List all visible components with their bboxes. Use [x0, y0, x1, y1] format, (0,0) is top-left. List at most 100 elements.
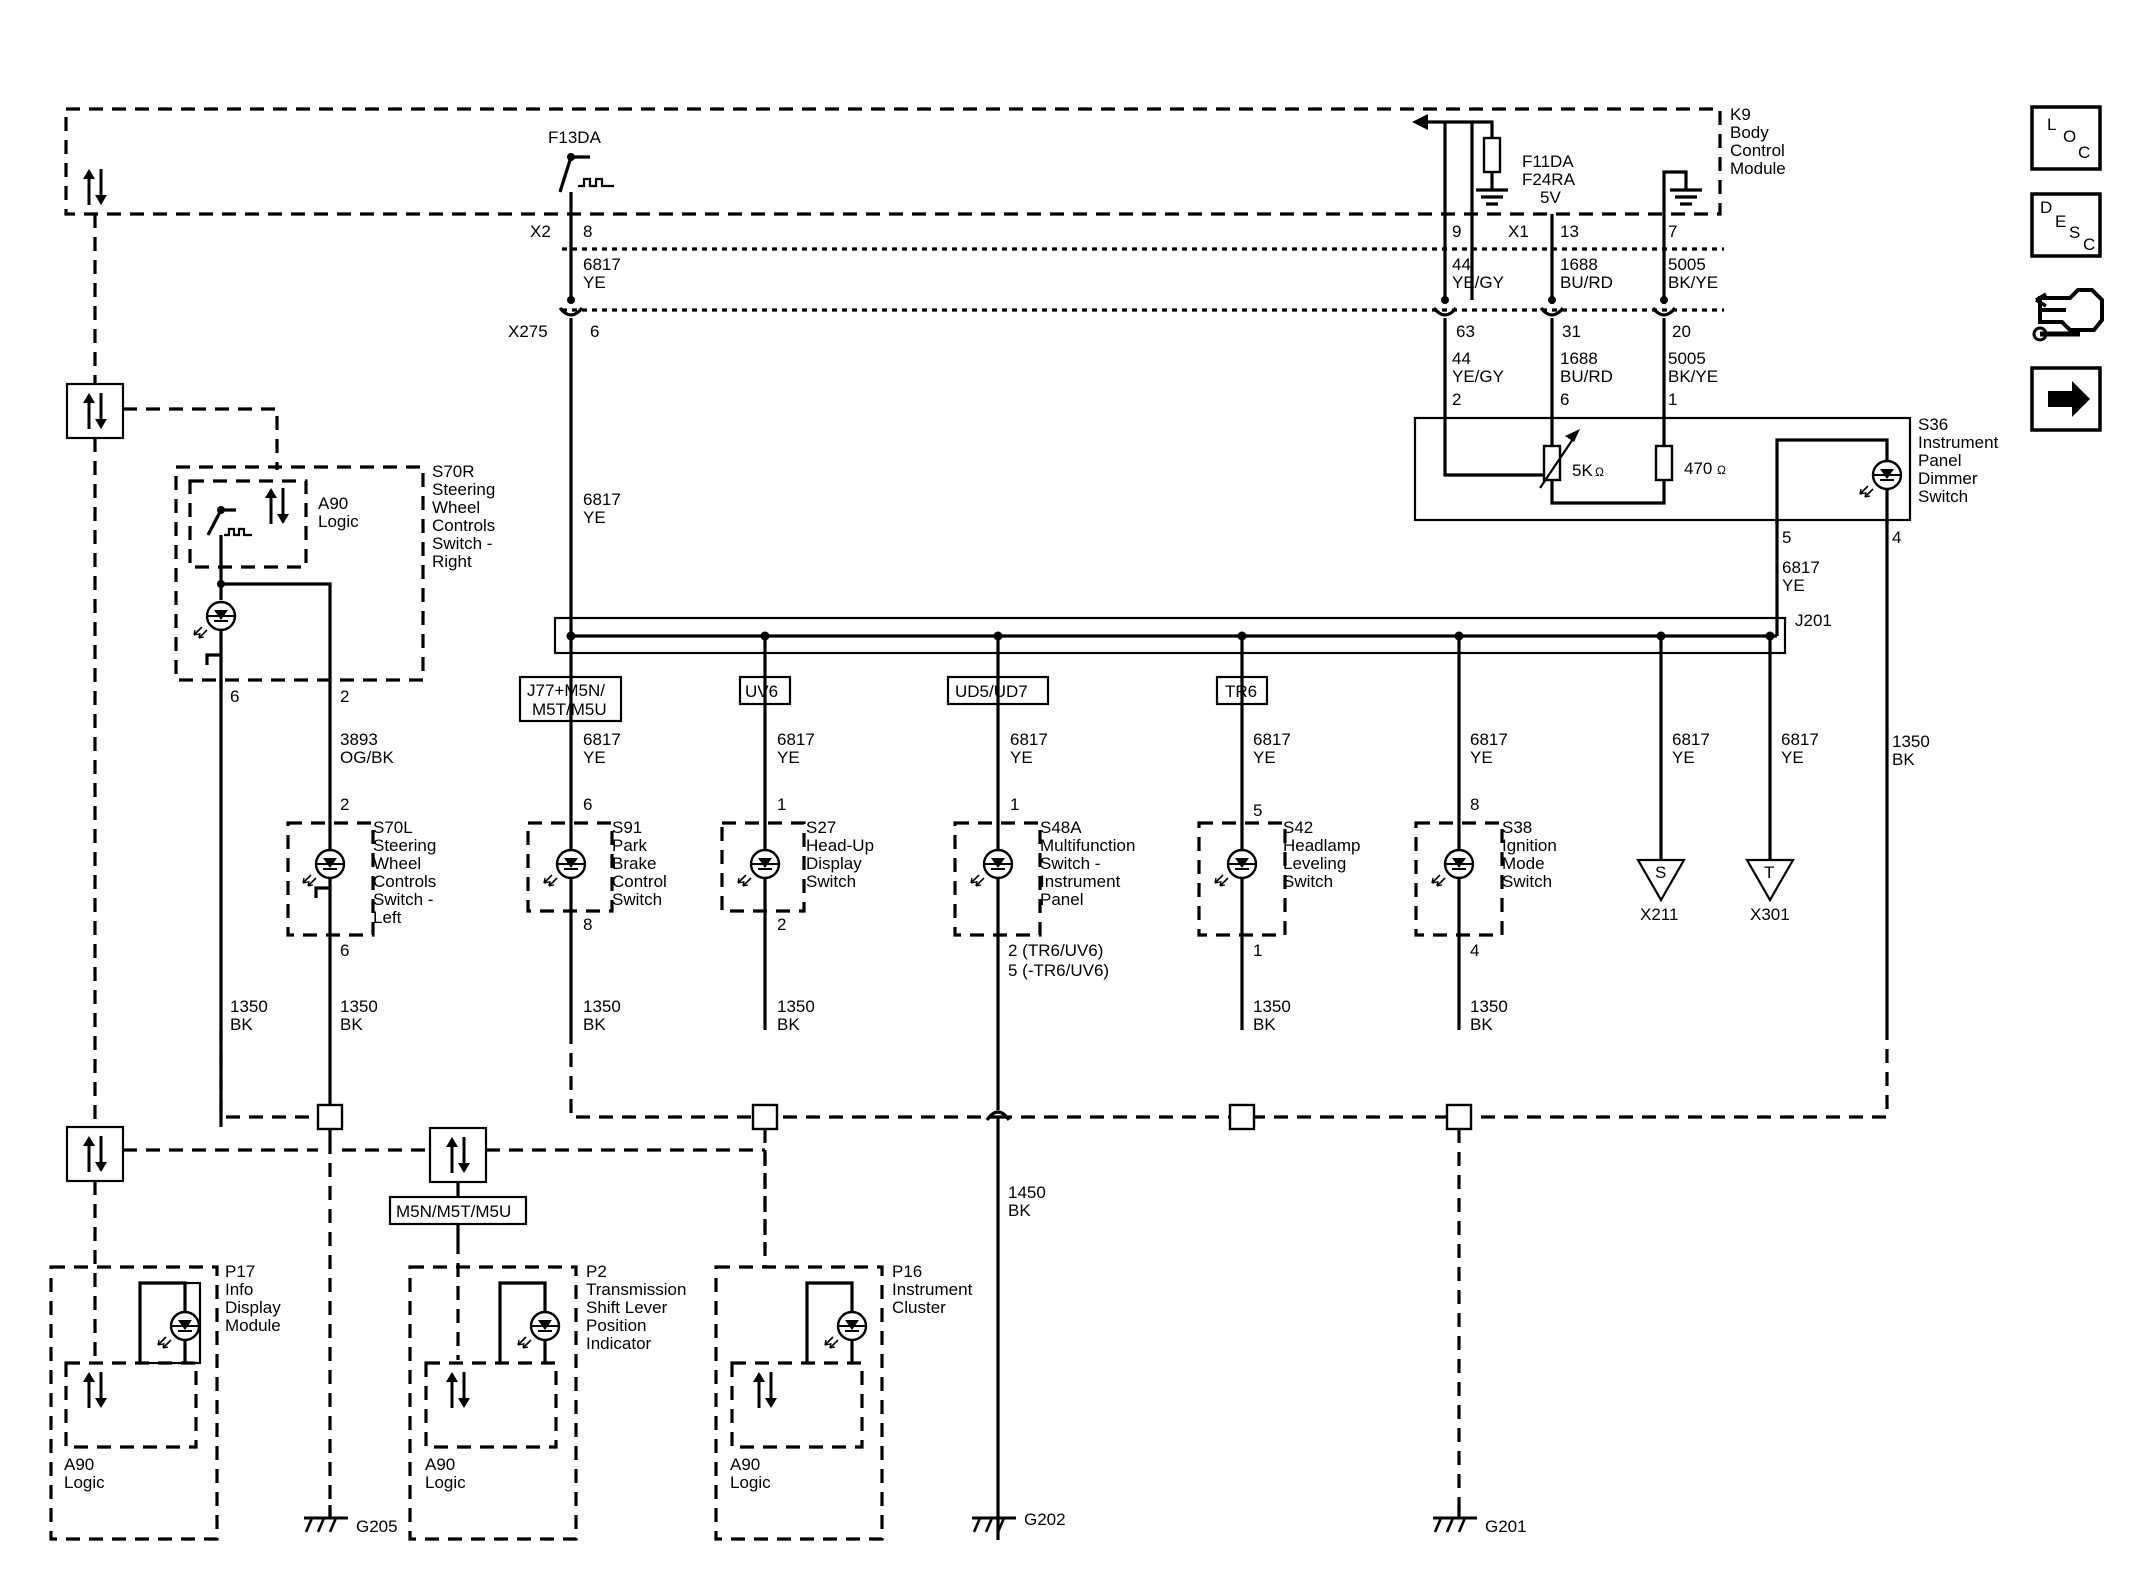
option-tag-ud5 [946, 675, 1050, 706]
wire-6817-s42-color: YE [1253, 748, 1276, 767]
wire-5005-b-num: 5005 [1668, 349, 1706, 368]
s38-label-2: Ignition [1502, 836, 1557, 855]
engine-wrench-icon[interactable] [2032, 288, 2104, 342]
k9-data-link-icon [81, 167, 109, 207]
p17-label-3: Display [225, 1298, 281, 1317]
s27-label-2: Head-Up [806, 836, 874, 855]
p17-label-2: Info [225, 1280, 253, 1299]
pin-s70r-6: 6 [230, 687, 239, 706]
p16-instrument-cluster [714, 1265, 884, 1541]
ground-g202-icon [970, 1516, 1018, 1534]
wire-1688-a-num: 1688 [1560, 255, 1598, 274]
wire-3893-num: 3893 [340, 730, 378, 749]
ground-g205: G205 [356, 1517, 398, 1536]
s91-label-4: Control [612, 872, 667, 891]
s70l-label-3: Wheel [373, 854, 421, 873]
pin-s42-1: 1 [1253, 941, 1262, 960]
wire-6817-s38-color: YE [1470, 748, 1493, 767]
wire-1350-a-num: 1350 [230, 997, 268, 1016]
s27-label-1: S27 [806, 818, 836, 837]
s38-label-4: Switch [1502, 872, 1552, 891]
s70r-a90-logic [188, 479, 308, 569]
j201-label: J201 [1795, 611, 1832, 630]
wire-6817-mid-num: 6817 [583, 490, 621, 509]
wire-1688-b-num: 1688 [1560, 349, 1598, 368]
p17-a90-label-2: Logic [64, 1473, 105, 1492]
option-tr6: TR6 [1225, 682, 1257, 701]
s70r-label-4: Controls [432, 516, 495, 535]
p17-label-1: P17 [225, 1262, 255, 1281]
s36-resistor-value: 470 [1684, 459, 1712, 478]
s42-label-1: S42 [1283, 818, 1313, 837]
s70l-steering-wheel-switch-left [286, 821, 375, 937]
option-tag-tr6 [1215, 675, 1269, 706]
p2-label-4: Position [586, 1316, 646, 1335]
pin-x275-6: 6 [590, 322, 599, 341]
s48a-label-1: S48A [1040, 818, 1082, 837]
k9-module-outline [64, 107, 1722, 216]
conn-x275: X275 [508, 322, 548, 341]
pin-s36-4: 4 [1892, 528, 1901, 547]
k9-label-4: Module [1730, 159, 1786, 178]
wire-6817-s38-num: 6817 [1470, 730, 1508, 749]
wire-1350-b-num: 1350 [340, 997, 378, 1016]
s42-label-3: Leveling [1283, 854, 1346, 873]
wire-1350-a-color: BK [230, 1015, 253, 1034]
p2-label-3: Shift Lever [586, 1298, 668, 1317]
s48a-label-2: Multifunction [1040, 836, 1135, 855]
option-tag-uv6 [738, 675, 792, 706]
p2-shift-lever-indicator [408, 1265, 578, 1541]
splice-t-triangle [1745, 858, 1795, 903]
option-m5n: M5N/M5T/M5U [396, 1202, 511, 1221]
wire-1350-s36-color: BK [1892, 750, 1915, 769]
wire-44-b-color: YE/GY [1452, 367, 1504, 386]
wire-1350-s91-color: BK [583, 1015, 606, 1034]
pin-s91-8: 8 [583, 915, 592, 934]
wire-1350-s91-num: 1350 [583, 997, 621, 1016]
pin-s36-1: 1 [1668, 390, 1677, 409]
desc-letter-4: C [2083, 235, 2095, 254]
desc-letter-1: D [2040, 198, 2052, 217]
p2-a90-label-2: Logic [425, 1473, 466, 1492]
s70r-a90-label-2: Logic [318, 512, 359, 531]
x211-label: X211 [1640, 905, 1678, 924]
location-button[interactable]: L O C [2030, 105, 2102, 171]
s36-pot-ohm: Ω [1595, 465, 1604, 479]
wire-6817-mid-color: YE [583, 508, 606, 527]
wire-1350-s38-color: BK [1470, 1015, 1493, 1034]
wire-1688-b-color: BU/RD [1560, 367, 1613, 386]
wire-6817-s36-color: YE [1782, 576, 1805, 595]
p2-label-2: Transmission [586, 1280, 686, 1299]
wire-1350-s36-num: 1350 [1892, 732, 1930, 751]
pin-x275-20: 20 [1672, 322, 1691, 341]
s70l-label-1: S70L [373, 818, 413, 837]
description-button[interactable]: D E S C [2030, 192, 2102, 258]
p16-label-1: P16 [892, 1262, 922, 1281]
s70l-label-6: Left [373, 908, 402, 927]
s91-label-3: Brake [612, 854, 656, 873]
p16-label-2: Instrument [892, 1280, 973, 1299]
s38-label-3: Mode [1502, 854, 1545, 873]
option-ud5: UD5/UD7 [955, 682, 1028, 701]
s70r-label-2: Steering [432, 480, 495, 499]
s42-label-2: Headlamp [1283, 836, 1361, 855]
p16-a90-label-1: A90 [730, 1455, 760, 1474]
splice-s-label: S [1655, 863, 1666, 882]
serial-data-icon-lower-left [65, 1125, 125, 1183]
s70r-label-3: Wheel [432, 498, 480, 517]
arrow-right-icon[interactable] [2030, 366, 2102, 432]
ground-g201: G201 [1485, 1517, 1527, 1536]
ground-g201-icon [1431, 1516, 1479, 1534]
wire-6817-s91-num: 6817 [583, 730, 621, 749]
wire-44-b-num: 44 [1452, 349, 1471, 368]
s70r-steering-wheel-switch-right [174, 465, 425, 682]
k9-label-1: K9 [1730, 105, 1751, 124]
wire-6817-x301-color: YE [1781, 748, 1804, 767]
pin-s70r-2: 2 [340, 687, 349, 706]
pin-s42-5: 5 [1253, 801, 1262, 820]
pin-s91-6: 6 [583, 795, 592, 814]
s70l-label-2: Steering [373, 836, 436, 855]
wire-6817-top-color: YE [583, 273, 606, 292]
loc-letter-2: O [2063, 127, 2076, 146]
f11da-label-1: F11DA [1522, 152, 1574, 171]
